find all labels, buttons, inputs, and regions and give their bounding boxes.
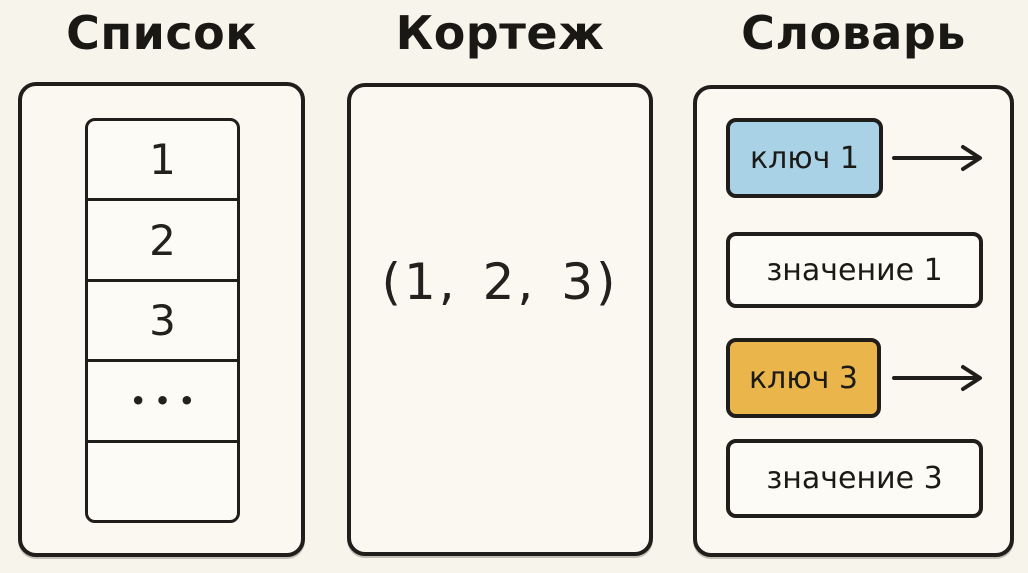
dict-value-3-box: значение 3 [726, 439, 983, 518]
dict-key-3-label: ключ 3 [749, 360, 858, 396]
dict-panel-title: Словарь [741, 6, 966, 60]
arrow-right-icon [891, 362, 987, 394]
dict-key-1-box: ключ 1 [726, 118, 883, 198]
list-cell-stack: 1 2 3 ••• [85, 118, 240, 523]
list-cell-3: 3 [88, 278, 237, 359]
list-cell-empty [88, 439, 237, 520]
dict-key-3-box: ключ 3 [726, 338, 881, 418]
arrow-right-icon [891, 142, 987, 174]
dict-value-1-box: значение 1 [726, 232, 983, 308]
list-cell-ellipsis: ••• [88, 359, 237, 439]
tuple-panel-title: Кортеж [395, 6, 605, 60]
dict-key-1-label: ключ 1 [750, 140, 859, 176]
list-cell-2: 2 [88, 198, 237, 278]
dict-value-3-label: значение 3 [766, 461, 943, 496]
tuple-value: (1, 2, 3) [381, 253, 619, 311]
tuple-panel: (1, 2, 3) [347, 83, 653, 556]
dict-value-1-label: значение 1 [766, 252, 943, 288]
list-cell-1: 1 [149, 135, 176, 185]
dict-panel: ключ 1 значение 1 ключ 3 значение 3 [693, 85, 1014, 557]
list-panel-title: Список [66, 6, 257, 60]
list-panel: 1 2 3 ••• [18, 82, 305, 557]
